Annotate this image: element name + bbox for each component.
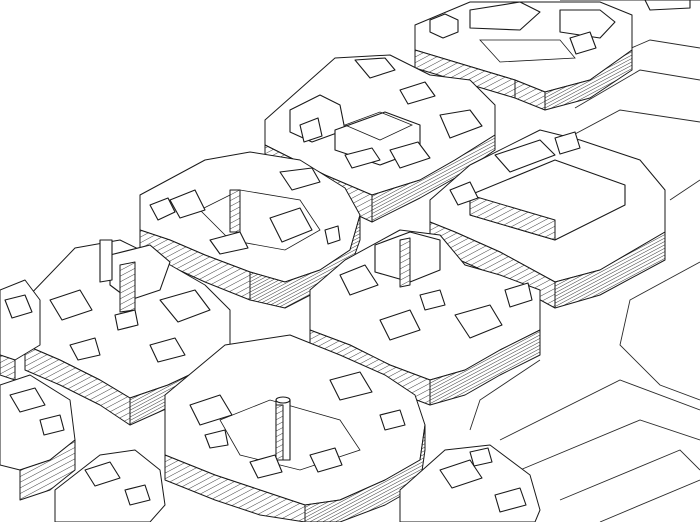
block-bottom-left — [54, 449, 166, 522]
block-central-courtyard — [139, 151, 361, 309]
block-bottom-right — [399, 444, 541, 522]
block-plain-courtyard — [429, 129, 666, 309]
block-far-top — [414, 0, 691, 111]
block-center-right — [309, 229, 541, 406]
block-front-left — [0, 374, 76, 501]
block-left — [24, 239, 231, 426]
block-far-left — [0, 279, 41, 381]
block-front-chimney — [164, 334, 426, 522]
